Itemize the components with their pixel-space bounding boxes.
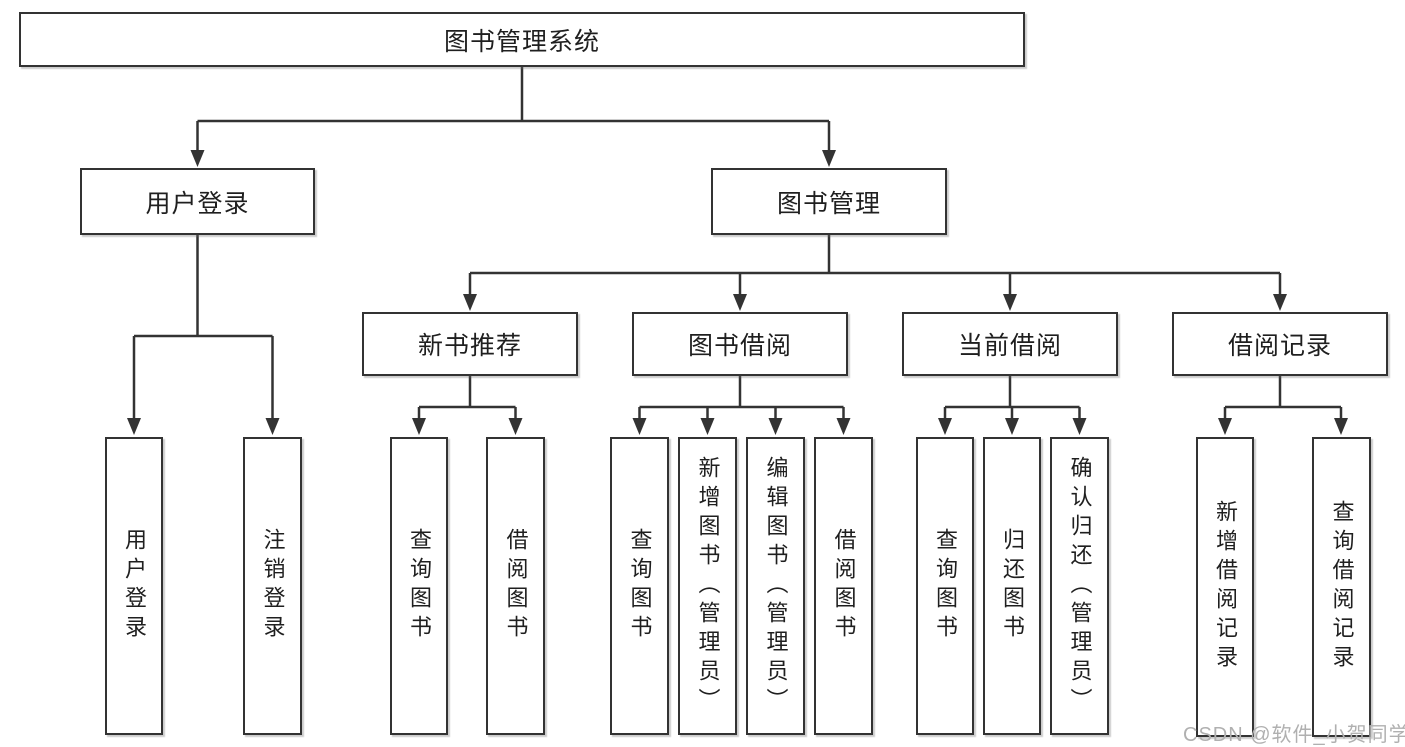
watermark: CSDN @软件_小贺同学 xyxy=(1183,724,1405,746)
node-user-login-action-label: 用户登录 xyxy=(122,528,147,644)
node-confirm-return-admin: 确认归还（管理员） xyxy=(1050,437,1109,735)
node-query-books-current-label: 查询图书 xyxy=(933,528,958,644)
node-borrow-books-recommend: 借阅图书 xyxy=(486,437,545,735)
node-borrow-books-action: 借阅图书 xyxy=(814,437,873,735)
node-user-login-action: 用户登录 xyxy=(105,437,163,735)
node-add-borrow-record-label: 新增借阅记录 xyxy=(1213,500,1238,674)
node-new-book-recommendation: 新书推荐 xyxy=(362,312,578,376)
node-query-books-recommend: 查询图书 xyxy=(390,437,448,735)
node-user-login: 用户登录 xyxy=(80,168,315,235)
node-confirm-return-admin-label: 确认归还（管理员） xyxy=(1067,455,1093,717)
node-current-borrowing-label: 当前借阅 xyxy=(957,332,1062,360)
node-query-books-borrow: 查询图书 xyxy=(610,437,669,735)
node-add-book-admin: 新增图书（管理员） xyxy=(678,437,737,735)
node-query-borrow-record-label: 查询借阅记录 xyxy=(1329,500,1355,674)
node-return-book-label: 归还图书 xyxy=(1000,528,1025,644)
node-query-books-recommend-label: 查询图书 xyxy=(407,528,432,644)
node-book-management-label: 图书管理 xyxy=(776,189,881,218)
node-current-borrowing: 当前借阅 xyxy=(902,312,1118,376)
node-edit-book-admin-label: 编辑图书（管理员） xyxy=(763,455,789,717)
node-add-book-admin-label: 新增图书（管理员） xyxy=(695,455,721,717)
node-return-book: 归还图书 xyxy=(983,437,1041,735)
node-borrowing-records: 借阅记录 xyxy=(1172,312,1388,376)
node-borrow-books-recommend-label: 借阅图书 xyxy=(503,528,529,644)
node-book-management: 图书管理 xyxy=(711,168,947,235)
node-borrowing-records-label: 借阅记录 xyxy=(1227,332,1332,360)
node-query-books-current: 查询图书 xyxy=(916,437,974,735)
node-book-borrowing: 图书借阅 xyxy=(632,312,848,376)
node-library-management-system-label: 图书管理系统 xyxy=(443,27,600,56)
node-user-login-label: 用户登录 xyxy=(145,189,250,218)
node-edit-book-admin: 编辑图书（管理员） xyxy=(746,437,805,735)
node-book-borrowing-label: 图书借阅 xyxy=(687,332,792,360)
node-logout-action: 注销登录 xyxy=(243,437,302,735)
arrowheads xyxy=(127,150,1348,435)
node-logout-action-label: 注销登录 xyxy=(260,528,286,644)
node-borrow-books-action-label: 借阅图书 xyxy=(831,528,857,644)
node-query-borrow-record: 查询借阅记录 xyxy=(1312,437,1371,737)
node-add-borrow-record: 新增借阅记录 xyxy=(1196,437,1254,737)
node-new-book-recommendation-label: 新书推荐 xyxy=(417,332,522,360)
node-query-books-borrow-label: 查询图书 xyxy=(627,528,653,644)
node-library-management-system: 图书管理系统 xyxy=(19,12,1025,67)
